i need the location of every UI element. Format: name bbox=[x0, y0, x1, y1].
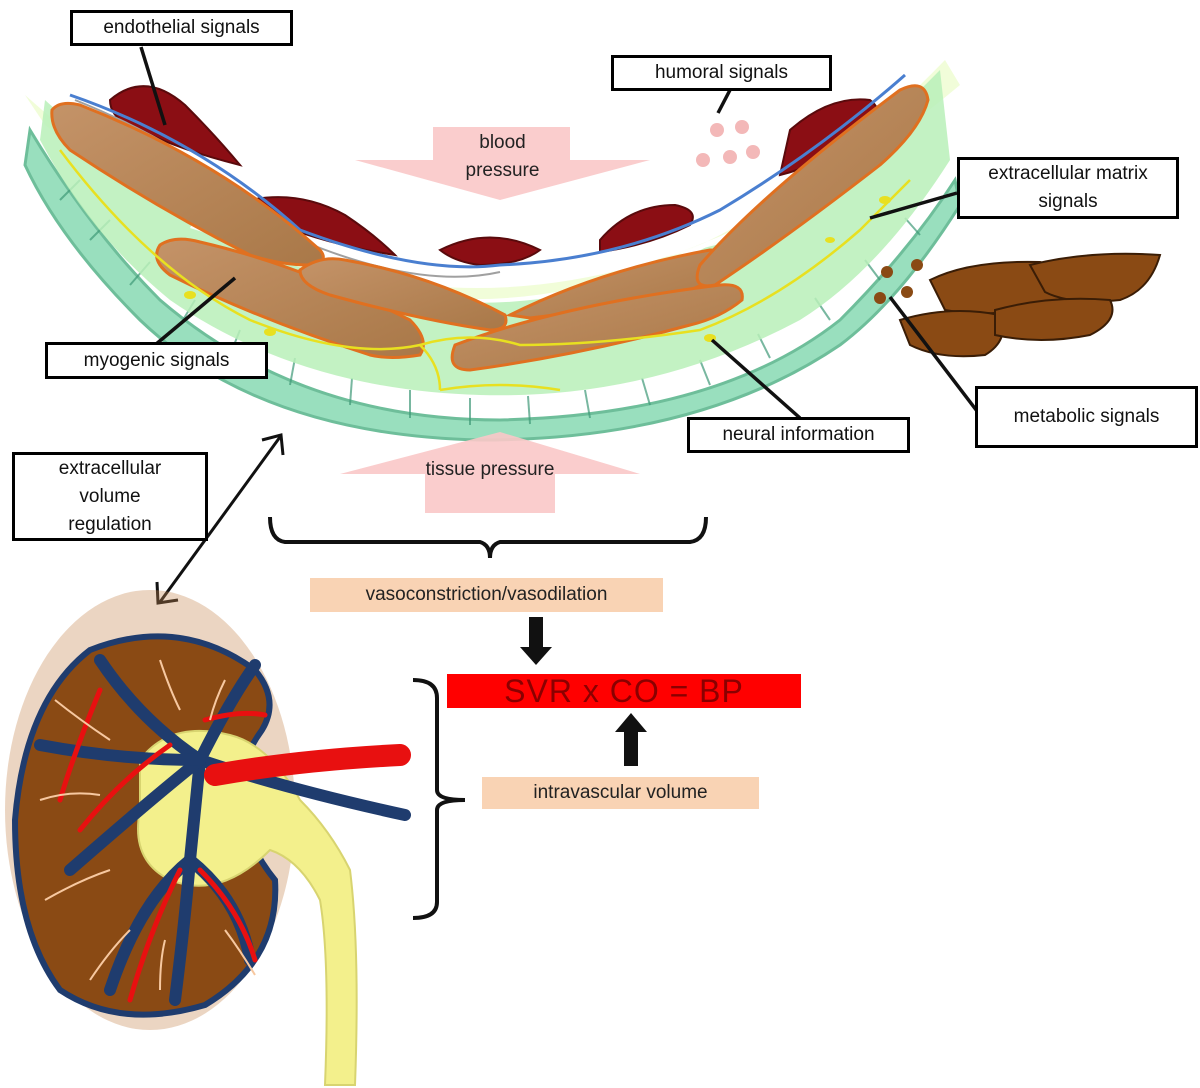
vessel-wall-cross-section bbox=[25, 60, 960, 440]
intravascular-volume-box: intravascular volume bbox=[482, 777, 759, 809]
humoral-signals-label: humoral signals bbox=[611, 55, 832, 91]
vasoconstriction-vasodilation-box: vasoconstriction/vasodilation bbox=[310, 578, 663, 612]
up-arrow bbox=[615, 713, 647, 766]
myogenic-signals-label: myogenic signals bbox=[45, 342, 268, 379]
kidney-bracket bbox=[413, 680, 465, 918]
extracellular-matrix-signals-label: extracellular matrix signals bbox=[957, 157, 1179, 219]
metabolic-signals-label: metabolic signals bbox=[975, 386, 1198, 448]
vessel-bracket bbox=[270, 517, 706, 558]
blood-pressure-label: blood pressure bbox=[440, 129, 565, 185]
blood-pressure-equation: SVR x CO = BP bbox=[447, 674, 801, 708]
down-arrow bbox=[520, 617, 552, 665]
endothelial-signals-label: endothelial signals bbox=[70, 10, 293, 46]
extracellular-volume-regulation-label: extracellular volume regulation bbox=[12, 452, 208, 541]
tissue-cells bbox=[900, 254, 1160, 357]
tissue-pressure-label: tissue pressure bbox=[425, 456, 555, 484]
neural-information-label: neural information bbox=[687, 417, 910, 453]
humoral-particles bbox=[696, 120, 760, 167]
kidney-illustration bbox=[5, 590, 405, 1085]
